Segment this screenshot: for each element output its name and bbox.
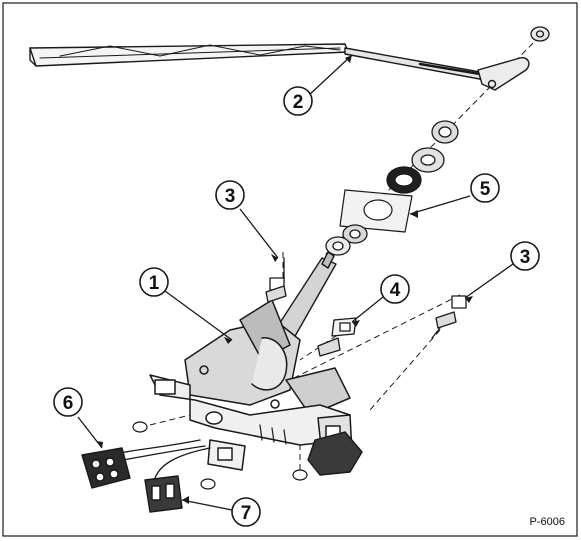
grommet [386,166,422,194]
callout-6: 6 [53,387,83,417]
leader-arrowheads [96,55,473,504]
svg-text:6: 6 [63,393,74,414]
callout-5: 5 [470,173,500,203]
svg-text:3: 3 [520,247,531,268]
callout-2: 2 [283,86,313,116]
spline-adapter [431,120,459,144]
mounting-stud-left [265,257,287,303]
svg-text:3: 3 [225,186,236,207]
figure-reference: P-6006 [530,516,565,528]
callout-3-right: 3 [510,241,540,271]
washer-seal [325,224,368,256]
callout-7: 7 [231,497,261,527]
svg-text:5: 5 [480,179,491,200]
svg-text:4: 4 [390,280,401,301]
harness-connector [81,447,131,489]
gasket-plate [339,189,413,233]
mounting-stud-right [431,295,467,339]
callout-3-left: 3 [215,180,245,210]
bracket-bolts [132,421,308,490]
svg-text:1: 1 [149,273,160,294]
leader-lines [77,54,514,511]
callout-4: 4 [380,274,410,304]
retainer-clip [317,317,357,357]
arm-nut [530,26,550,42]
wiper-blade [29,43,349,67]
cap-nut [411,147,445,173]
terminal-block [144,475,183,513]
wiper-motor-body [184,299,351,416]
motor-housing [307,431,363,476]
svg-text:7: 7 [241,503,252,524]
callout-1: 1 [139,267,169,297]
svg-text:2: 2 [293,92,304,113]
wiper-arm [344,47,530,91]
